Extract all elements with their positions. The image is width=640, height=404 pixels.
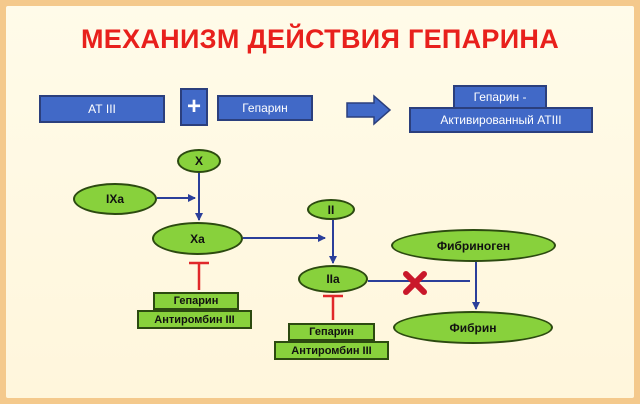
slide-title: МЕХАНИЗМ ДЕЙСТВИЯ ГЕПАРИНА [80, 24, 560, 54]
node-ixa: IXa [73, 183, 157, 215]
node-ii: II [307, 199, 355, 220]
inhibition-symbol-xa [189, 261, 209, 290]
node-xa: Xa [152, 222, 243, 255]
left-antithrombin-box: Антиромбин III [137, 310, 252, 329]
right-heparin-box: Гепарин [288, 323, 375, 341]
block-x-icon [403, 271, 427, 295]
left-heparin-box: Гепарин [153, 292, 239, 310]
at3-box: АТ III [39, 95, 165, 123]
right-antithrombin-box: Антиромбин III [274, 341, 389, 360]
node-iia: IIa [298, 265, 368, 293]
complex-line2-box: Активированный АТIII [409, 107, 593, 133]
inhibition-symbol-iia [323, 294, 343, 320]
plus-sign: + [180, 88, 208, 126]
node-x: X [177, 149, 221, 173]
node-fibrin: Фибрин [393, 311, 553, 344]
node-fibrinogen: Фибриноген [391, 229, 556, 262]
heparin-box: Гепарин [217, 95, 313, 121]
